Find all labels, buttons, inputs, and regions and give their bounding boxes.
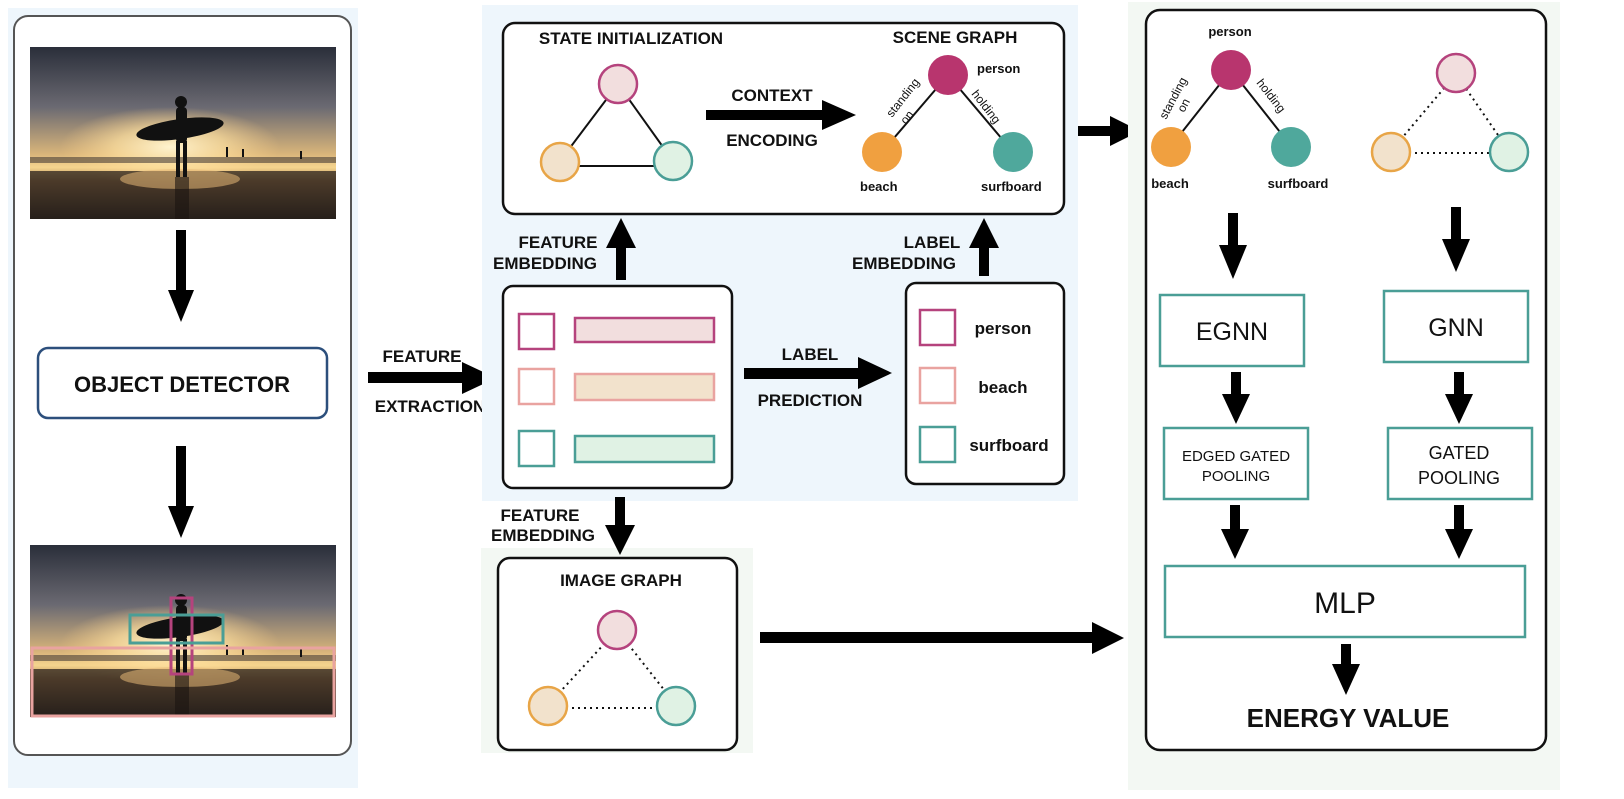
- arrow-down-to-energy: [1332, 644, 1360, 695]
- arrow-down-pool-to-mlp-right: [1445, 505, 1473, 559]
- right-label-beach: beach: [1151, 176, 1189, 191]
- label-square-person: [918, 308, 957, 347]
- scene-label-surfboard: surfboard: [981, 179, 1042, 194]
- bbox-beach: [30, 646, 336, 718]
- arrow-down-to-gnn: [1442, 207, 1470, 272]
- label-prediction-label-1: LABEL: [782, 345, 839, 364]
- label-item-surfboard: surfboard: [969, 436, 1048, 455]
- egnn-label: EGNN: [1196, 318, 1268, 346]
- label-square-surfboard: [918, 425, 957, 464]
- arrow-down-egnn-to-pool: [1222, 372, 1250, 424]
- object-detector-label: OBJECT DETECTOR: [74, 372, 290, 397]
- right-label-person: person: [1208, 24, 1251, 39]
- state-node-beach: [539, 141, 581, 183]
- energy-model-frame: [1144, 8, 1548, 752]
- arrow-down-to-detector: [168, 230, 194, 322]
- right-image-node-surfboard: [1488, 131, 1530, 173]
- object-detector-box: [36, 346, 329, 420]
- gated-pooling-box: [1386, 426, 1534, 501]
- arrow-down-gnn-to-pool: [1445, 372, 1473, 424]
- right-image-node-person: [1435, 52, 1477, 94]
- scene-node-person: [928, 55, 968, 95]
- label-item-person: person: [975, 319, 1032, 338]
- feature-embedding-down-label-1: FEATURE: [500, 506, 579, 525]
- gnn-label: GNN: [1428, 314, 1484, 342]
- right-node-person: [1211, 50, 1251, 90]
- state-node-surfboard: [652, 140, 694, 182]
- feature-square-person: [517, 312, 556, 351]
- edged-gated-pooling-label-1: EDGED GATED: [1182, 448, 1290, 465]
- feature-square-beach: [517, 367, 556, 406]
- arrow-feature-embedding-down: [605, 497, 635, 555]
- scene-graph-title: SCENE GRAPH: [893, 28, 1018, 47]
- egnn-box: [1158, 293, 1306, 368]
- arrow-feature-embedding-up: [606, 218, 636, 280]
- label-prediction-label-2: PREDICTION: [758, 391, 863, 410]
- image-node-surfboard: [655, 685, 697, 727]
- arrow-scene-to-energy: [1078, 116, 1140, 146]
- state-init-title: STATE INITIALIZATION: [539, 29, 723, 48]
- arrow-down-pool-to-mlp-left: [1221, 505, 1249, 559]
- feature-rows: [517, 312, 716, 468]
- state-node-person: [597, 63, 639, 105]
- scene-label-beach: beach: [860, 179, 898, 194]
- feature-extraction-label-2: EXTRACTION: [375, 397, 486, 416]
- arrow-down-to-detections: [168, 446, 194, 538]
- feature-embedding-up-label-2: EMBEDDING: [493, 254, 597, 273]
- right-node-surfboard: [1271, 127, 1311, 167]
- arrow-label-prediction: [744, 357, 892, 389]
- label-item-beach: beach: [978, 378, 1027, 397]
- state-init-graph: [539, 63, 694, 183]
- bbox-person: [169, 596, 194, 676]
- arrow-image-graph-to-energy: [760, 622, 1124, 654]
- feature-vector-beach: [573, 372, 716, 402]
- image-node-person: [596, 609, 638, 651]
- surfer-detections-image: [30, 545, 336, 718]
- surfer-input-image: [30, 47, 336, 219]
- arrow-context-encoding: [706, 100, 856, 130]
- label-embedding-label-2: EMBEDDING: [852, 254, 956, 273]
- image-graph-title: IMAGE GRAPH: [560, 571, 682, 590]
- edged-gated-pooling-label-2: POOLING: [1202, 468, 1270, 485]
- right-label-surfboard: surfboard: [1268, 176, 1329, 191]
- arrow-feature-extraction: [368, 362, 496, 394]
- right-node-beach: [1151, 127, 1191, 167]
- image-node-beach: [527, 685, 569, 727]
- feature-square-surfboard: [517, 429, 556, 468]
- feature-embedding-up-label-1: FEATURE: [518, 233, 597, 252]
- label-embedding-label-1: LABEL: [904, 233, 961, 252]
- scene-label-person: person: [977, 61, 1020, 76]
- mlp-box: [1163, 564, 1527, 639]
- edged-gated-pooling-box: [1162, 426, 1310, 501]
- energy-value-label: ENERGY VALUE: [1247, 703, 1450, 733]
- feature-vector-person: [573, 316, 716, 344]
- image-graph: [527, 609, 697, 727]
- scene-node-surfboard: [993, 132, 1033, 172]
- context-encoding-label-2: ENCODING: [726, 131, 818, 150]
- scene-node-beach: [862, 132, 902, 172]
- arrow-down-to-egnn: [1219, 213, 1247, 279]
- mlp-label: MLP: [1314, 587, 1376, 620]
- right-edge-on: on: [1174, 96, 1193, 114]
- gated-pooling-label-1: GATED: [1429, 443, 1490, 463]
- arrow-label-embedding-up: [969, 218, 999, 276]
- gated-pooling-label-2: POOLING: [1418, 468, 1500, 488]
- bbox-surfboard: [128, 613, 225, 645]
- label-square-beach: [918, 366, 957, 405]
- right-image-node-beach: [1370, 131, 1412, 173]
- feature-vector-surfboard: [573, 434, 716, 464]
- context-encoding-label-1: CONTEXT: [731, 86, 813, 105]
- feature-extraction-label-1: FEATURE: [382, 347, 461, 366]
- feature-embedding-down-label-2: EMBEDDING: [491, 526, 595, 545]
- right-image-graph: [1370, 52, 1530, 173]
- gnn-box: [1382, 289, 1530, 364]
